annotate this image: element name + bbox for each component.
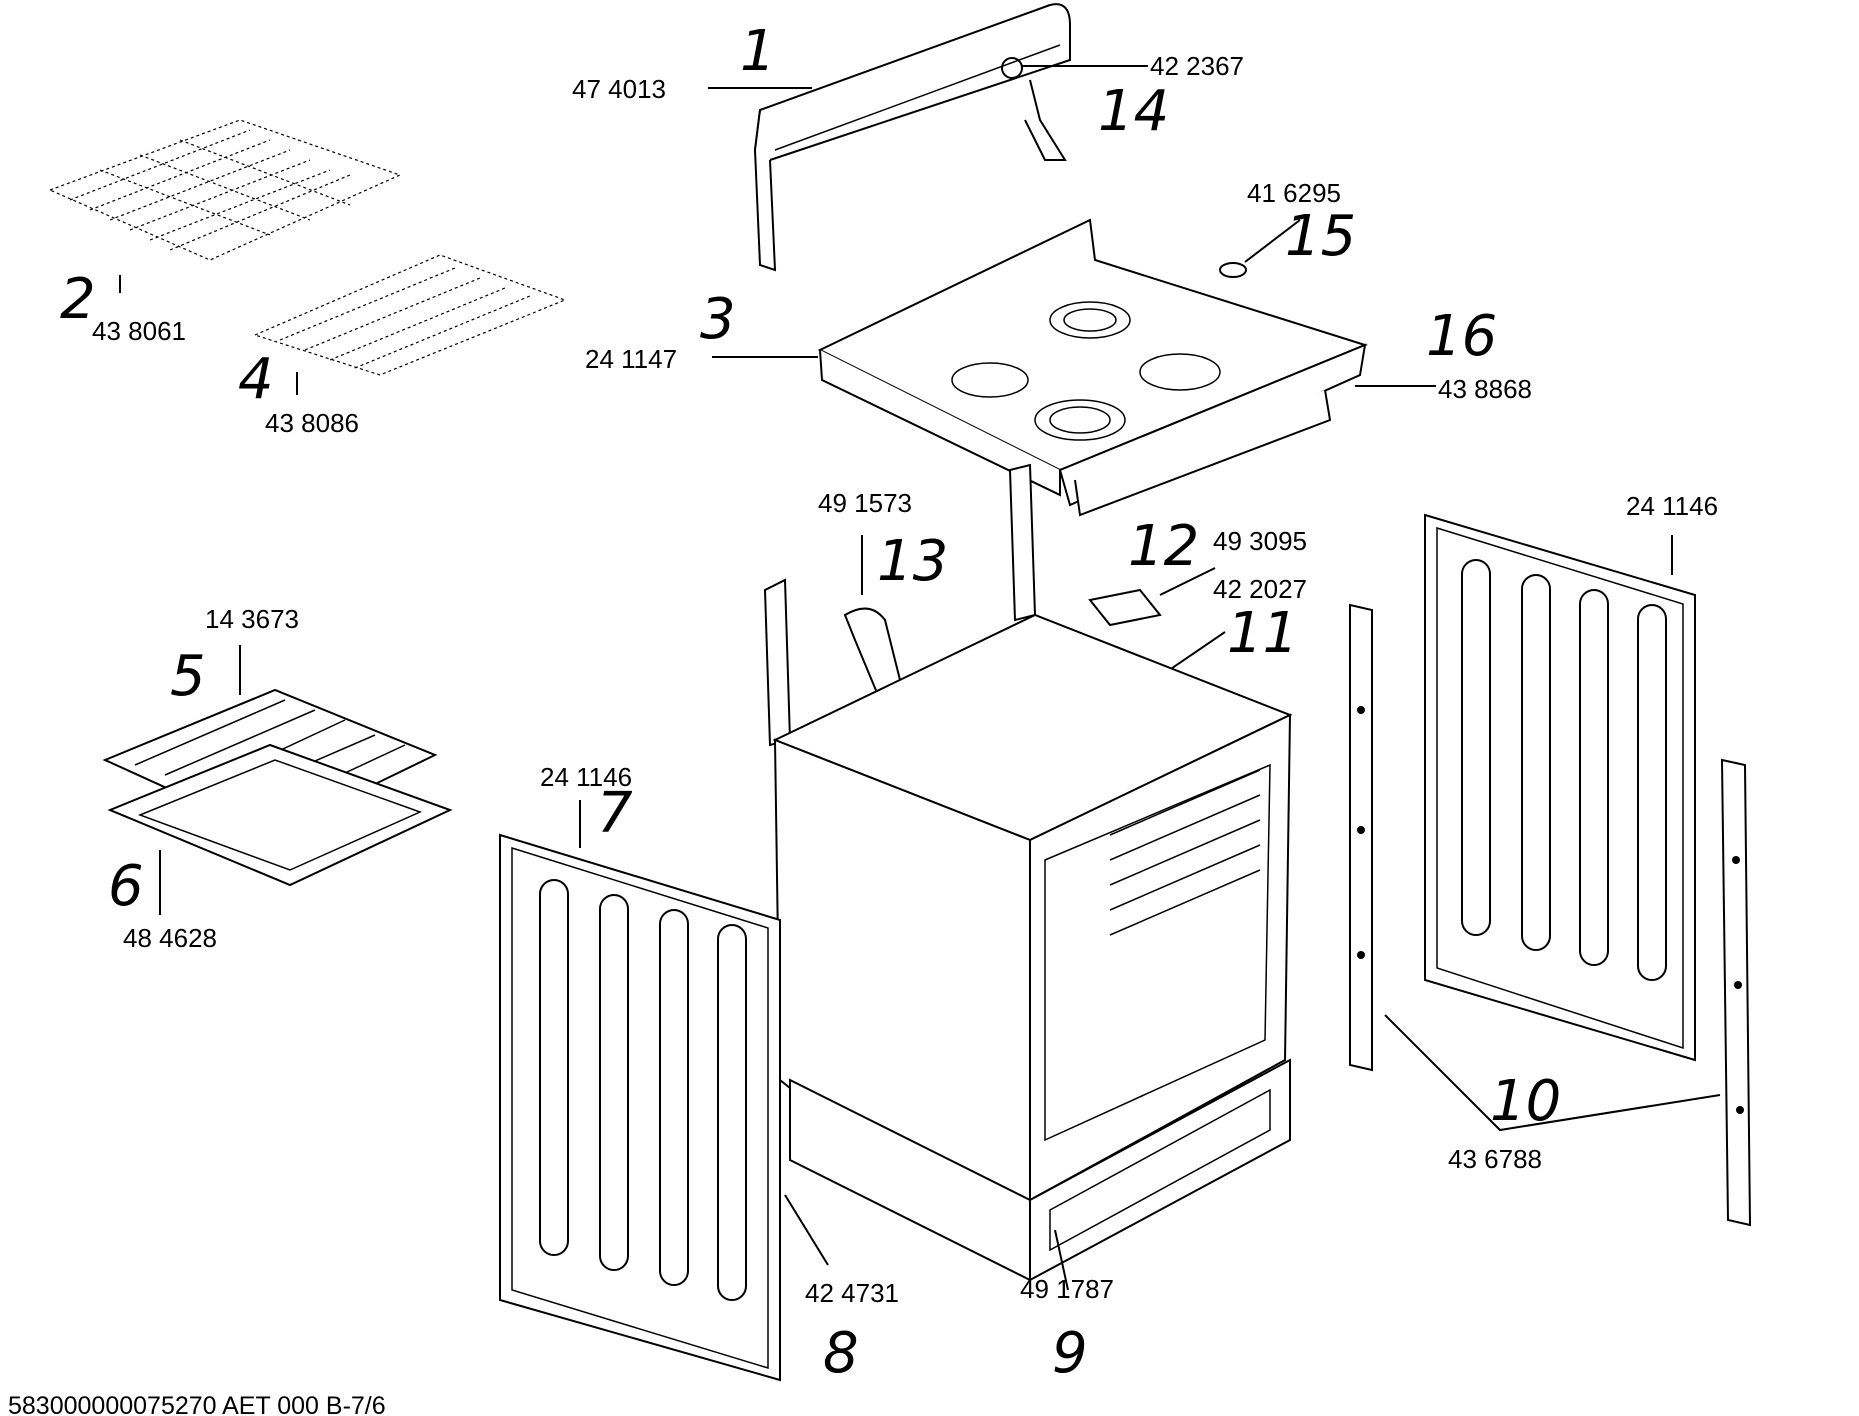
left-side-panel-part [499, 833, 781, 1382]
part-number-9: 49 1787 [1020, 1274, 1114, 1304]
oven-rack-part [48, 119, 402, 261]
part-number-11: 42 2027 [1213, 574, 1307, 604]
callout-number-9: 9 [1052, 1321, 1088, 1386]
callout-number-1: 1 [740, 19, 776, 84]
part-number-14: 42 2367 [1150, 51, 1244, 81]
leader-8 [784, 1194, 829, 1266]
leader-15 [1244, 219, 1301, 263]
callout-number-16: 16 [1426, 304, 1497, 369]
trim-strip-part [1349, 603, 1752, 1227]
backguard-part [753, 3, 1071, 272]
part-number-10: 43 6788 [1448, 1144, 1542, 1174]
callout-number-2: 2 [60, 267, 96, 332]
part-number-7: 24 1146 [540, 762, 632, 792]
right-side-panel-part [1424, 513, 1696, 1062]
footer-reference: 583000000075270 AET 000 B-7/6 [8, 1392, 386, 1416]
part-number-15: 41 6295 [1247, 178, 1341, 208]
range-body-part [763, 463, 1293, 1283]
callout-number-14: 14 [1098, 79, 1169, 144]
part-number-5: 14 3673 [205, 604, 299, 634]
leader-12 [1159, 567, 1216, 596]
callout-number-13: 13 [877, 529, 948, 594]
part-number-8: 42 4731 [805, 1278, 899, 1308]
callout-number-3: 3 [700, 287, 736, 352]
cooktop-part [817, 218, 1368, 517]
part-number-12: 49 3095 [1213, 526, 1307, 556]
leader-9 [1054, 1229, 1069, 1291]
callout-number-7: 7 [597, 781, 633, 846]
part-number-2: 43 8061 [92, 316, 186, 346]
callout-number-4: 4 [238, 347, 274, 412]
part-number-4: 43 8086 [265, 408, 359, 438]
callout-number-10: 10 [1490, 1069, 1561, 1134]
callout-layer: 1 47 4013 243 8061 3 24 1147 443 8086 5 14 3673… [60, 19, 1561, 1386]
callout-number-12: 12 [1128, 514, 1199, 579]
half-rack-part [253, 254, 567, 376]
broiler-pan-part [102, 688, 453, 887]
part-number-13: 49 1573 [818, 488, 912, 518]
part-number-16: 43 8868 [1438, 374, 1532, 404]
callout-number-6: 6 [108, 854, 144, 919]
leader-10 [1384, 1014, 1721, 1132]
callout-number-8: 8 [823, 1321, 859, 1386]
part-number-6: 48 4628 [123, 923, 217, 953]
part-number-1: 47 4013 [572, 74, 666, 104]
part-number-3: 24 1147 [585, 344, 677, 374]
callout-number-15: 15 [1285, 204, 1356, 269]
callout-number-11: 11 [1227, 601, 1298, 666]
right-panel-part-number: 24 1146 [1626, 491, 1718, 521]
callout-number-5: 5 [170, 644, 206, 709]
